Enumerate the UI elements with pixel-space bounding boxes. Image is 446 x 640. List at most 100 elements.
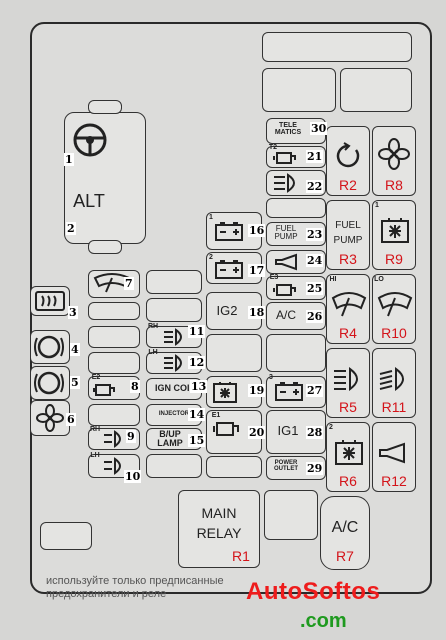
ac-fuse-label: A/C — [275, 308, 296, 322]
fuse-number-30: 30 — [310, 122, 328, 135]
slot-blank-j — [266, 198, 326, 218]
ac-fan-icon — [381, 218, 409, 243]
fuse-number-2: 2 — [66, 222, 76, 235]
ig2-label: IG2 — [216, 303, 238, 318]
headlight-low-icon — [379, 367, 404, 391]
lh-label: LH — [148, 349, 158, 356]
fuse-number-11: 11 — [188, 325, 206, 338]
battery-icon — [215, 260, 243, 279]
wiper-icon — [377, 292, 413, 317]
fuse-number-23: 23 — [306, 228, 324, 241]
ac-fan-icon — [335, 440, 363, 465]
slot-blank-i — [206, 456, 262, 478]
empty-slot-top-2 — [262, 68, 336, 112]
ac-fan-icon — [213, 382, 237, 403]
slot-blank-a — [146, 270, 202, 294]
relay-label-r8: R8 — [385, 177, 403, 193]
main-relay — [178, 490, 260, 568]
steering-wheel-icon — [73, 123, 107, 157]
headlight-icon — [164, 354, 182, 372]
slot-number-2: 2 — [209, 254, 213, 261]
relay-r3 — [326, 200, 370, 270]
headlight-icon — [164, 328, 182, 346]
telematics-label: TELE MATICS — [274, 122, 302, 136]
slot-number-1: 1 — [209, 214, 213, 221]
fuse-number-22: 22 — [306, 180, 324, 193]
slot-number-2: 2 — [329, 424, 333, 431]
relay-r8 — [372, 126, 416, 196]
relay-r5 — [326, 348, 370, 418]
engine-icon — [273, 152, 296, 164]
e2-label: E2 — [91, 374, 101, 381]
alt-label: ALT — [73, 191, 105, 211]
alt-fuse-top-tab — [88, 100, 122, 114]
footer-line-2: предохранители и реле — [46, 588, 167, 600]
empty-slot-top-3 — [340, 68, 412, 112]
fuse-number-6: 6 — [66, 413, 76, 426]
slot-blank-k — [266, 334, 326, 372]
relay-label-r11: R11 — [381, 399, 407, 415]
relay-label-r7: R7 — [336, 548, 354, 564]
slot-blank-d — [88, 326, 140, 348]
wiper-icon — [331, 292, 367, 317]
battery-icon — [275, 382, 303, 401]
fuse-number-19: 19 — [248, 384, 266, 397]
watermark-line-1: AutoSoftos — [246, 578, 381, 605]
relay-label-r1: R1 — [232, 548, 250, 564]
fuse-number-20: 20 — [248, 426, 266, 439]
alt-fuse-bottom-tab — [88, 240, 122, 254]
rh-label: RH — [90, 426, 101, 433]
e3-label: E3 — [269, 274, 279, 281]
relay-r10 — [372, 274, 416, 344]
relay-label-r6: R6 — [339, 473, 357, 489]
hi-label: HI — [329, 276, 337, 283]
slot-blank-f — [88, 404, 140, 426]
headlight-high-icon — [334, 367, 358, 391]
slot-blank-m — [40, 522, 92, 550]
relay-label-r9: R9 — [385, 251, 403, 267]
fuse-number-24: 24 — [306, 254, 324, 267]
engine-icon — [213, 422, 239, 436]
relay-r7 — [320, 496, 370, 570]
fuse-number-1: 1 — [64, 153, 74, 166]
fuse-number-10: 10 — [124, 470, 142, 483]
fuse-number-29: 29 — [306, 462, 324, 475]
relay-r4 — [326, 274, 370, 344]
lh-label: LH — [90, 452, 100, 459]
fuse-number-16: 16 — [248, 224, 266, 237]
horn-icon — [379, 442, 405, 464]
fan-icon — [378, 138, 410, 170]
watermark-line-2: .com — [300, 610, 347, 632]
horn-icon — [275, 253, 297, 271]
slot-blank-c — [88, 302, 140, 320]
e1-label: E1 — [211, 412, 221, 419]
slot-blank-b — [146, 298, 202, 322]
fuel-pump-label: FUEL PUMP — [274, 224, 298, 241]
fuse-number-8: 8 — [130, 380, 140, 393]
fuse-number-26: 26 — [306, 310, 324, 323]
fuse-number-3: 3 — [68, 306, 78, 319]
fuse-number-9: 9 — [126, 430, 136, 443]
relay-label-r12: R12 — [381, 473, 407, 489]
fuse-number-13: 13 — [190, 380, 208, 393]
footer-line-1: используйте только предписанные — [46, 575, 224, 587]
fog-light-icon — [104, 430, 121, 448]
fuse-number-21: 21 — [306, 150, 324, 163]
fuse-number-7: 7 — [124, 277, 134, 290]
empty-slot-top-1 — [262, 32, 412, 62]
fuse-number-14: 14 — [188, 408, 206, 421]
slot-number-1: 1 — [375, 202, 379, 209]
relay-label-r2: R2 — [339, 177, 357, 193]
fuse-number-4: 4 — [70, 343, 80, 356]
engine-icon — [273, 284, 296, 296]
fuse-number-12: 12 — [188, 356, 206, 369]
slot-blank-h — [206, 334, 262, 372]
fan-icon — [36, 404, 64, 432]
fuel-pump-relay-label: FUEL PUMP — [333, 220, 363, 246]
ign-coil-label: IGN COIL — [155, 383, 195, 393]
main-relay-label: MAIN RELAY — [196, 505, 242, 541]
slot-blank-l — [264, 490, 318, 540]
fuse-number-18: 18 — [248, 306, 266, 319]
injector-label: INJECTOR — [158, 411, 190, 417]
relay-label-r4: R4 — [339, 325, 357, 341]
